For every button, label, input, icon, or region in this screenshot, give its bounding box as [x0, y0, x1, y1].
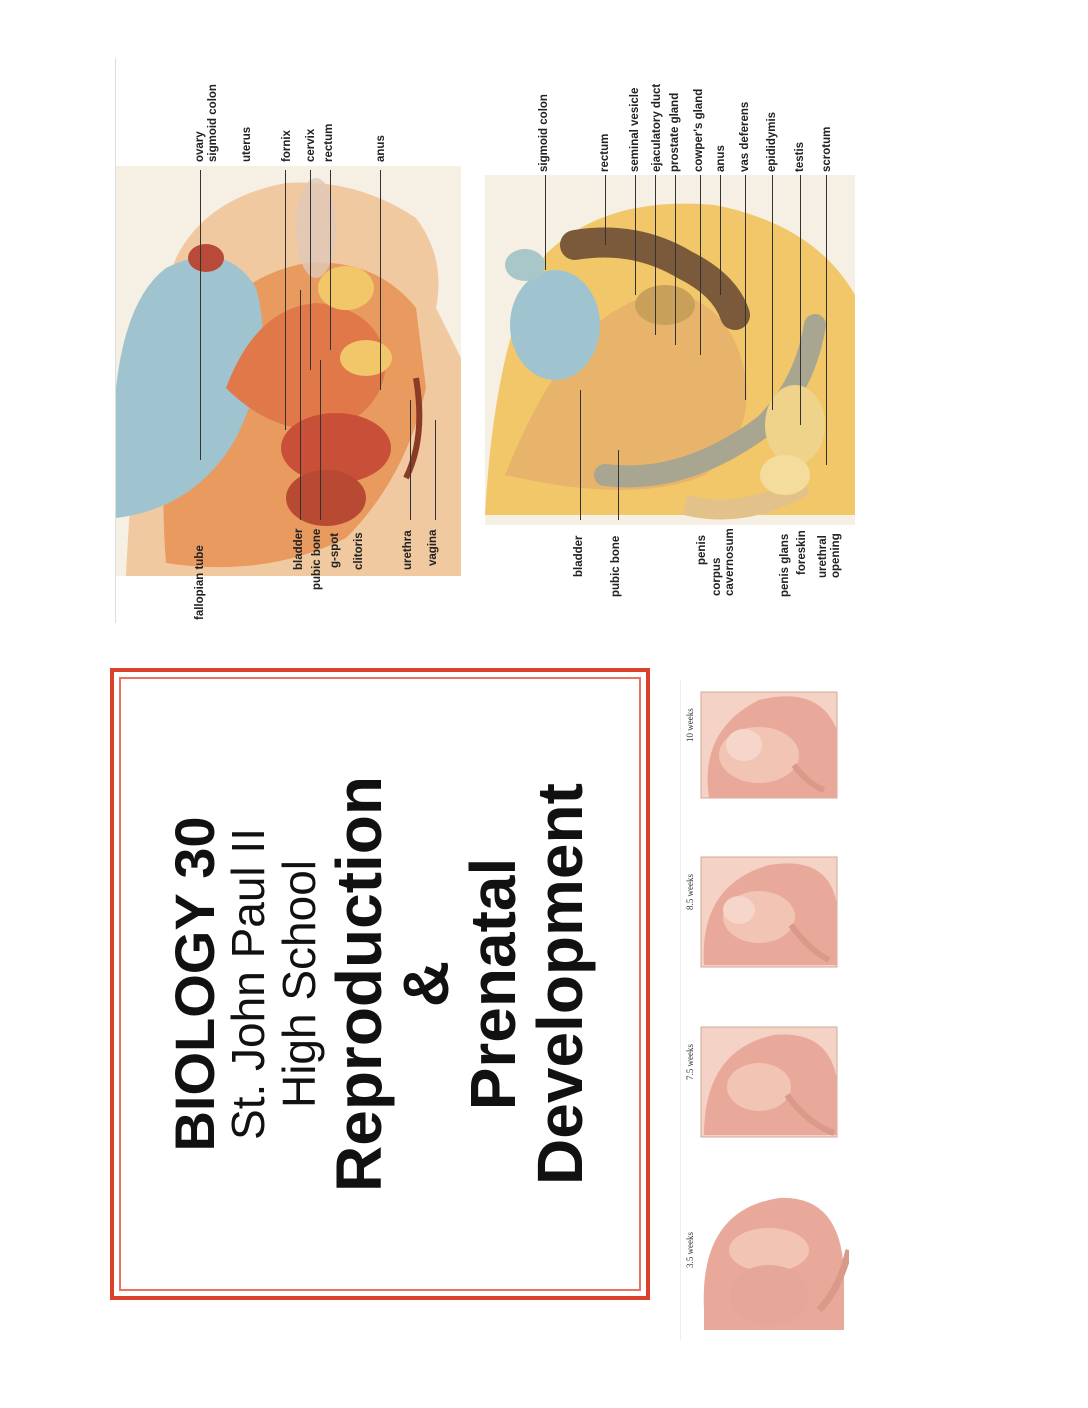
topic-line1: Reproduction: [322, 776, 395, 1192]
label-cervix: cervix: [305, 128, 317, 162]
label-seminal-vesicle: seminal vesicle: [629, 87, 641, 172]
label-sigmoid-colon-f: sigmoid colon: [207, 84, 219, 162]
label-urethral: urethral: [817, 535, 829, 578]
label-rectum-f: rectum: [323, 123, 335, 162]
label-penis: penis: [696, 534, 708, 565]
label-foreskin: foreskin: [796, 530, 808, 575]
label-testis: testis: [794, 141, 806, 172]
label-anus-f: anus: [375, 135, 387, 162]
label-ovary: ovary: [194, 131, 206, 162]
label-fallopian-tube: fallopian tube: [194, 545, 206, 620]
label-uterus: uterus: [241, 126, 253, 162]
label-rectum-m: rectum: [599, 133, 611, 172]
title-text-block: BIOLOGY 30 St. John Paul II High School …: [120, 684, 640, 1284]
label-cavernosum: cavernosum: [724, 528, 736, 596]
label-opening: opening: [830, 533, 842, 578]
embryo-10-weeks: [700, 691, 838, 799]
male-anatomy-panel: [485, 175, 855, 525]
label-anus-m: anus: [715, 145, 727, 172]
label-pubic-bone-f: pubic bone: [311, 528, 323, 590]
male-anatomy-illustration: [485, 175, 855, 525]
embryo-caption-7-5-weeks: 7.5 weeks: [685, 1044, 695, 1080]
label-fornix: fornix: [281, 130, 293, 162]
embryo-7-5-weeks: [700, 1026, 838, 1138]
label-cowpers-gland: cowper's gland: [693, 88, 705, 172]
female-anatomy-illustration: [116, 166, 461, 576]
embryo-caption-3-5-weeks: 3.5 weeks: [685, 1232, 695, 1268]
label-sigmoid-colon-m: sigmoid colon: [538, 94, 550, 172]
embryo-strip: 10 weeks 8.5 weeks 7.5 weeks 3.5 weeks: [680, 680, 853, 1340]
label-bladder-f: bladder: [293, 528, 305, 570]
embryo-8-5-weeks: [700, 856, 838, 968]
label-ejaculatory-duct: ejaculatory duct: [651, 83, 663, 172]
embryo-caption-10-weeks: 10 weeks: [685, 708, 695, 742]
label-penis-glans: penis glans: [779, 533, 791, 597]
embryo-3-5-weeks: [703, 1197, 849, 1330]
label-g-spot: g-spot: [329, 532, 341, 568]
label-prostate-gland: prostate gland: [669, 92, 681, 172]
label-epididymis: epididymis: [766, 111, 778, 172]
label-pubic-bone-m: pubic bone: [610, 535, 622, 597]
topic-line2: Prenatal: [457, 857, 530, 1111]
embryo-caption-8-5-weeks: 8.5 weeks: [685, 874, 695, 910]
label-urethra: urethra: [402, 530, 414, 570]
school-name-line2: High School: [273, 859, 326, 1109]
label-corpus: corpus: [711, 557, 723, 596]
label-bladder-m: bladder: [573, 535, 585, 577]
label-scrotum: scrotum: [821, 126, 833, 172]
topic-line3: Development: [524, 783, 597, 1185]
female-anatomy-panel: [115, 58, 461, 623]
topic-ampersand: &: [389, 960, 462, 1008]
label-vagina: vagina: [427, 529, 439, 566]
title-box: BIOLOGY 30 St. John Paul II High School …: [110, 668, 650, 1300]
school-name-line1: St. John Paul II: [221, 828, 274, 1140]
label-clitoris: clitoris: [353, 532, 365, 570]
label-vas-deferens: vas deferens: [739, 101, 751, 172]
course-title: BIOLOGY 30: [162, 816, 226, 1152]
